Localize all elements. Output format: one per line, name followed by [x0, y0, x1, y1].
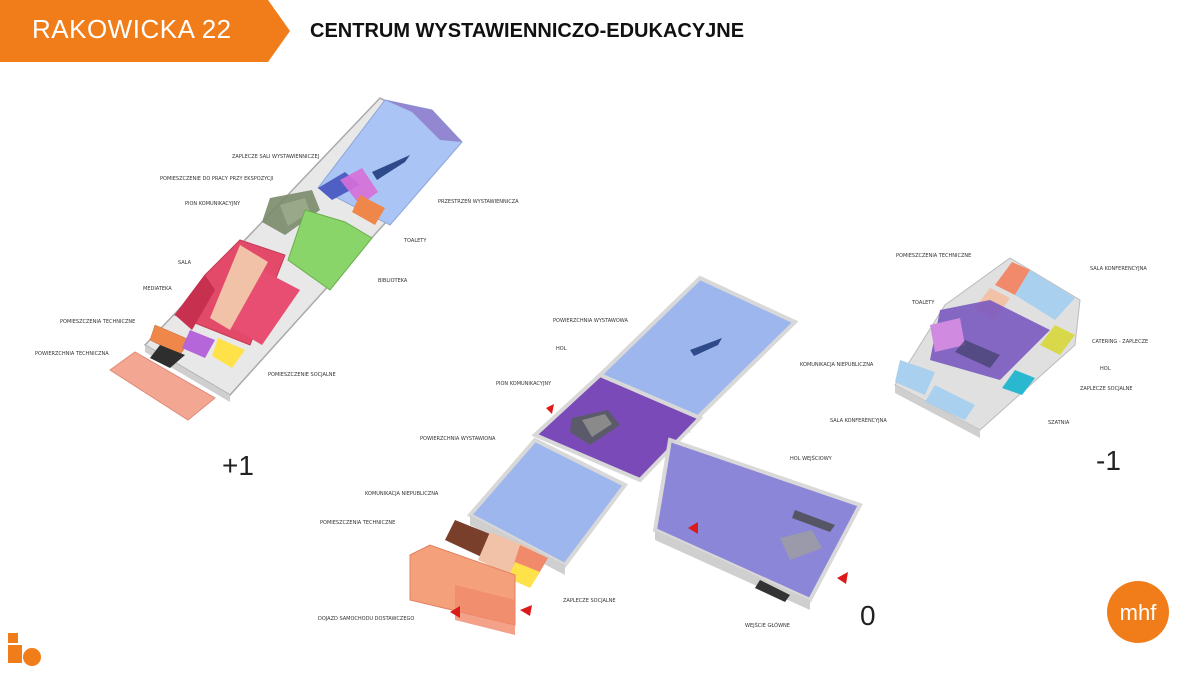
label-pom-techniczne-ground: POMIESZCZENIA TECHNICZNE: [320, 520, 395, 526]
label-pom-socjalne: POMIESZCZENIE SOCJALNE: [268, 372, 336, 378]
floor-plan-basement-labels: POMIESZCZENIA TECHNICZNE SALA KONFERENCY…: [800, 253, 1148, 476]
header-tab: RAKOWICKA 22: [0, 0, 290, 62]
floor-plan-upper: [109, 97, 463, 421]
floor-plan-upper-labels: ZAPLECZE SALI WYSTAWIENNICZEJ POMIESZCZE…: [35, 154, 519, 481]
label-przestrzen: PRZESTRZEŃ WYSTAWIENNICZA: [438, 198, 519, 205]
label-sala: SALA: [178, 260, 192, 266]
label-hol-wejsciowy: HOL WEJŚCIOWY: [790, 455, 833, 462]
label-sala-konf-1: SALA KONFERENCYJNA: [1090, 266, 1147, 272]
floor-plan-basement: [894, 257, 1081, 438]
page-title: CENTRUM WYSTAWIENNICZO-EDUKACYJNE: [310, 20, 745, 42]
floor-plan-ground-labels: POWIERZCHNIA WYSTAWOWA HOL PION KOMUNIKA…: [318, 318, 876, 631]
mhf-logo: mhf: [1107, 581, 1169, 643]
floor-level-upper: +1: [222, 450, 254, 481]
floor-level-basement: -1: [1096, 445, 1121, 476]
label-pom-techniczne: POMIESZCZENIA TECHNICZNE: [60, 319, 135, 325]
label-zaplecze-socjalne-basement: ZAPLECZE SOCJALNE: [1080, 386, 1133, 392]
brand-mark-icon: [8, 633, 41, 666]
mhf-logo-text: mhf: [1120, 600, 1158, 625]
label-toalety-basement: TOALETY: [911, 300, 935, 306]
header-tab-shape: [0, 0, 290, 62]
label-hol-basement: HOL: [1100, 366, 1111, 372]
label-sala-konf-2: SALA KONFERENCYJNA: [830, 418, 887, 424]
label-wejscie: WEJŚCIE GŁÓWNE: [745, 622, 790, 629]
floor-level-ground: 0: [860, 600, 876, 631]
label-komunikacja-basement: KOMUNIKACJA NIEPUBLICZNA: [800, 362, 874, 368]
label-pow-wystawiona: POWIERZCHNIA WYSTAWIONA: [420, 436, 496, 442]
label-szatnia: SZATNIA: [1048, 420, 1070, 426]
label-pomieszczenie-pracy: POMIESZCZENIE DO PRACY PRZY EKSPOZYCJI: [160, 176, 273, 182]
label-zaplecze-socjalne-ground: ZAPLECZE SOCJALNE: [563, 598, 616, 604]
label-biblioteka: BIBLIOTEKA: [378, 278, 408, 284]
label-pion: PION KOMUNIKACYJNY: [185, 201, 241, 207]
label-pion-ground: PION KOMUNIKACYJNY: [496, 381, 552, 387]
header-tag: RAKOWICKA 22: [32, 14, 232, 44]
label-komunikacja: KOMUNIKACJA NIEPUBLICZNA: [365, 491, 439, 497]
label-hol: HOL: [556, 346, 567, 352]
floor-plan-ground: [409, 275, 863, 635]
label-zaplecze-sali: ZAPLECZE SALI WYSTAWIENNICZEJ: [232, 154, 319, 160]
label-toalety: TOALETY: [403, 238, 427, 244]
label-dojazd: DOJAZD SAMOCHODU DOSTAWCZEGO: [318, 616, 414, 622]
label-catering: CATERING - ZAPLECZE: [1092, 339, 1148, 345]
label-pom-techniczne-basement: POMIESZCZENIA TECHNICZNE: [896, 253, 971, 259]
label-pow-wystawowa: POWIERZCHNIA WYSTAWOWA: [553, 318, 628, 324]
label-pow-techniczna: POWIERZCHNIA TECHNICZNA: [35, 351, 109, 357]
label-mediateka: MEDIATEKA: [143, 286, 172, 292]
